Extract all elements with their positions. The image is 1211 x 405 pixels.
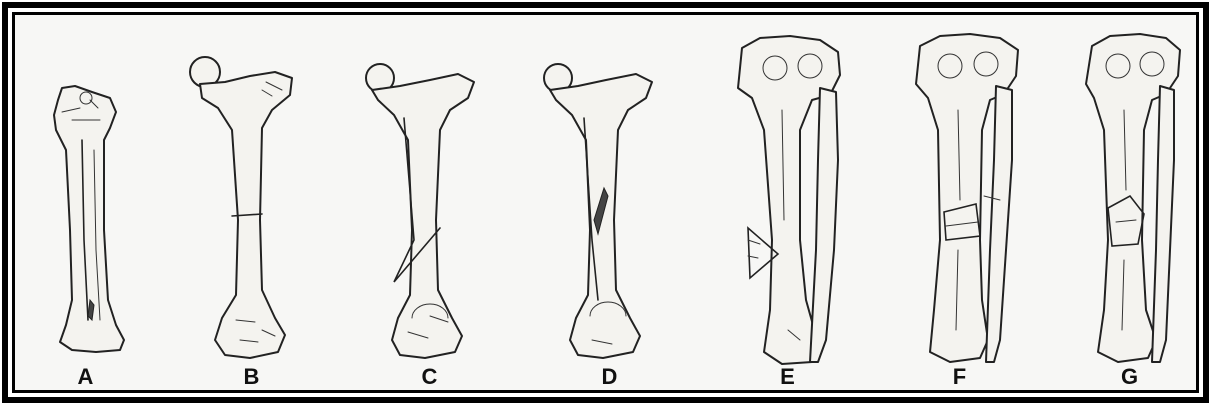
label-g: G <box>1110 364 1150 390</box>
bone-f-illustration <box>916 34 1018 362</box>
bone-b-illustration <box>190 57 292 358</box>
label-f: F <box>940 364 980 390</box>
label-c: C <box>410 364 450 390</box>
label-b: B <box>232 364 272 390</box>
label-d: D <box>590 364 630 390</box>
bone-d-illustration <box>544 64 652 358</box>
bone-e-illustration <box>738 36 840 364</box>
bone-c-illustration <box>366 64 474 358</box>
bone-g-illustration <box>1086 34 1180 362</box>
label-e: E <box>768 364 808 390</box>
bone-a-illustration <box>54 86 124 352</box>
label-a: A <box>66 364 106 390</box>
